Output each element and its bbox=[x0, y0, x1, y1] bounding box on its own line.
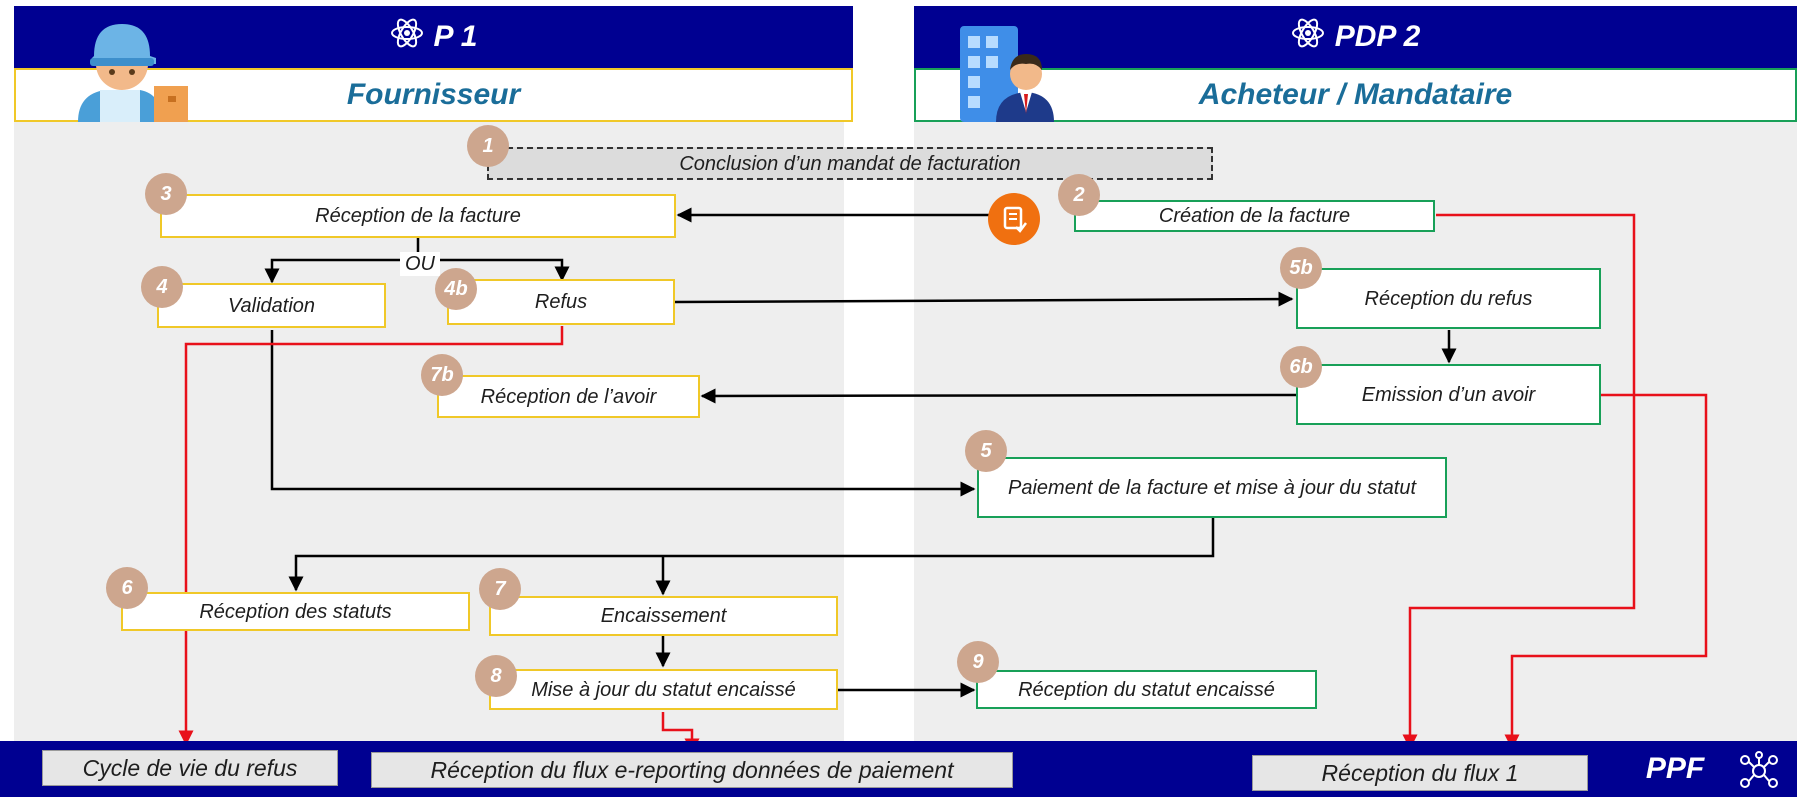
cycle-refus-label: Cycle de vie du refus bbox=[42, 750, 338, 786]
step-4-box: Validation bbox=[157, 283, 386, 328]
step-3-box: Réception de la facture bbox=[160, 194, 676, 238]
atom-icon bbox=[390, 16, 424, 58]
step-6-badge: 6 bbox=[106, 567, 148, 609]
ppf-network-icon bbox=[1737, 750, 1781, 792]
step-8-badge: 8 bbox=[475, 655, 517, 697]
buyer-avatar-icon bbox=[958, 20, 1058, 122]
step-6b-badge: 6b bbox=[1280, 346, 1322, 388]
step-7-box: Encaissement bbox=[489, 596, 838, 636]
step-6b-box: Emission d’un avoir bbox=[1296, 364, 1601, 425]
supplier-avatar-icon bbox=[70, 12, 190, 122]
step-1-badge: 1 bbox=[467, 125, 509, 167]
step-5-badge: 5 bbox=[965, 430, 1007, 472]
step-7b-badge: 7b bbox=[421, 354, 463, 396]
step-4b-box: Refus bbox=[447, 279, 675, 325]
atom-icon bbox=[1291, 16, 1325, 58]
step-2-box: Création de la facture bbox=[1074, 200, 1435, 232]
ppf-label: PPF bbox=[1645, 752, 1705, 785]
step-5-box: Paiement de la facture et mise à jour du… bbox=[977, 457, 1447, 518]
step-9-box: Réception du statut encaissé bbox=[976, 670, 1317, 709]
step-5b-badge: 5b bbox=[1280, 247, 1322, 289]
ereporting-label: Réception du flux e-reporting données de… bbox=[371, 752, 1013, 788]
step-2-badge: 2 bbox=[1058, 174, 1100, 216]
step-7-badge: 7 bbox=[479, 568, 521, 610]
header-left-subtitle: Fournisseur bbox=[14, 68, 853, 122]
step-8-box: Mise à jour du statut encaissé bbox=[489, 669, 838, 710]
step-6-box: Réception des statuts bbox=[121, 592, 470, 631]
or-label: OU bbox=[400, 252, 440, 276]
step-4b-badge: 4b bbox=[435, 268, 477, 310]
header-right-title: PDP 2 bbox=[914, 6, 1797, 68]
step-1-box: Conclusion d’un mandat de facturation bbox=[487, 147, 1213, 180]
step-4-badge: 4 bbox=[141, 266, 183, 308]
invoice-icon bbox=[988, 193, 1040, 245]
header-right-subtitle: Acheteur / Mandataire bbox=[914, 68, 1797, 122]
flux1-label: Réception du flux 1 bbox=[1252, 755, 1588, 791]
step-7b-box: Réception de l’avoir bbox=[437, 375, 700, 418]
step-3-badge: 3 bbox=[145, 173, 187, 215]
step-9-badge: 9 bbox=[957, 641, 999, 683]
step-5b-box: Réception du refus bbox=[1296, 268, 1601, 329]
